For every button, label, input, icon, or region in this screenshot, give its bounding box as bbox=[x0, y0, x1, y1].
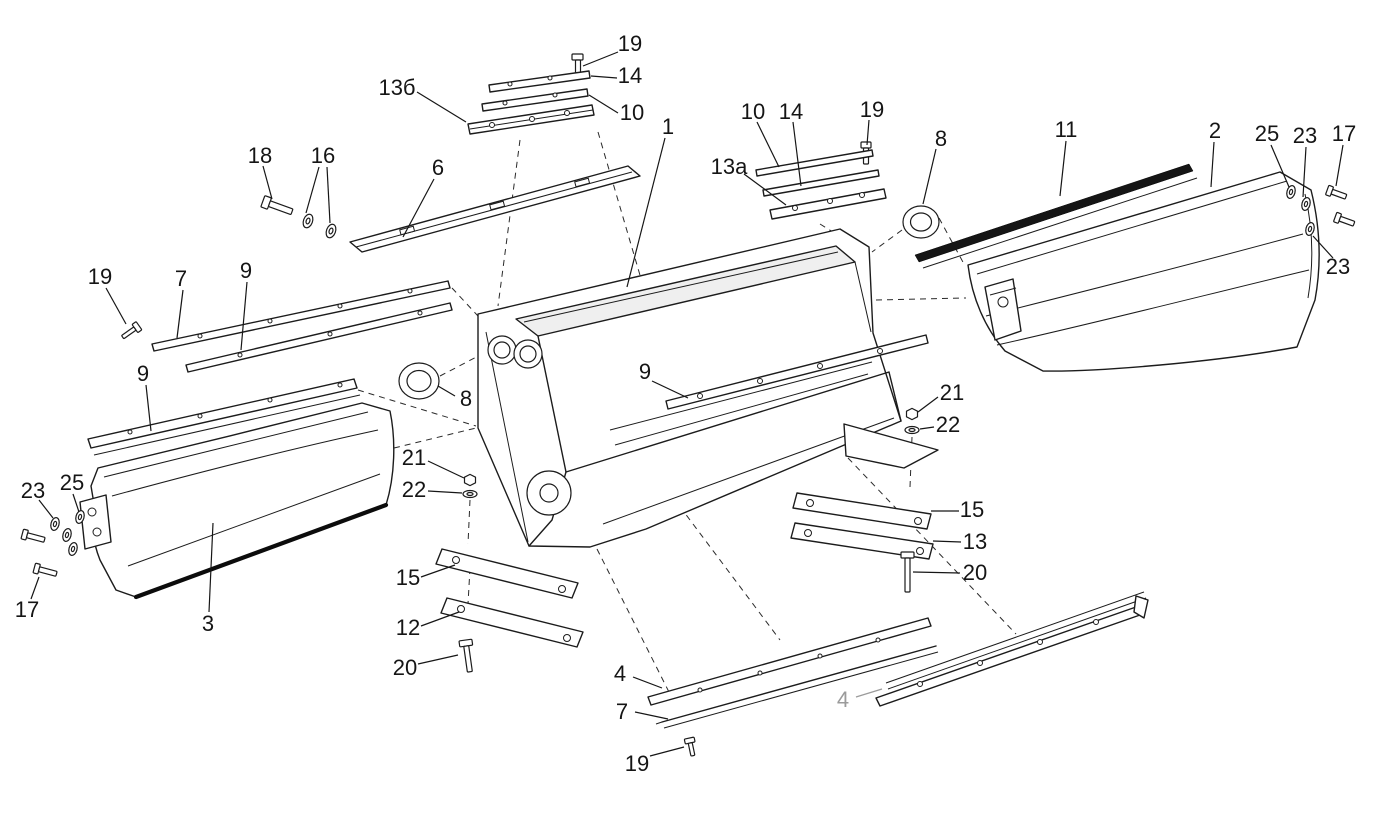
bolt-20-right bbox=[900, 551, 915, 593]
strap-part-15-left bbox=[435, 548, 579, 599]
washer-23-right-a bbox=[1301, 197, 1311, 211]
bolt-19-left bbox=[121, 321, 143, 340]
leader-lines bbox=[30, 51, 1344, 757]
bushing-8-left bbox=[398, 362, 440, 400]
washer-16-b bbox=[325, 223, 337, 239]
washer-16-a bbox=[302, 213, 314, 229]
blade-part-4-left bbox=[647, 617, 932, 706]
washer-25-b bbox=[68, 542, 78, 556]
nut-21-left bbox=[463, 473, 477, 487]
washer-23-right-b bbox=[1305, 222, 1315, 236]
washer-25-right bbox=[1286, 185, 1296, 199]
blade-right-end-flange bbox=[1133, 595, 1149, 619]
bar-part-6 bbox=[349, 165, 641, 253]
panel-left-bracket bbox=[79, 494, 112, 550]
housing-part-1 bbox=[477, 228, 939, 548]
washer-23-a bbox=[50, 517, 60, 531]
fasteners-far-left-17-23-25 bbox=[20, 510, 85, 577]
strap-part-15-right bbox=[792, 492, 932, 530]
housing-right-bracket bbox=[843, 423, 939, 469]
blade-part-7-bottom bbox=[661, 645, 937, 723]
fasteners-far-right-17-23-25 bbox=[1286, 184, 1356, 236]
strip-part-10-right bbox=[755, 149, 874, 177]
hardware-18-16 bbox=[260, 195, 337, 239]
straps-right-13-15 bbox=[790, 492, 934, 593]
straps-bottom-center-12-15 bbox=[435, 548, 584, 673]
strip-part-9-upper bbox=[185, 302, 453, 373]
bolt-17-right-b bbox=[1333, 211, 1356, 227]
nut-group-21-22-right bbox=[904, 407, 920, 435]
blade-right-4 bbox=[875, 591, 1149, 707]
strips-top-right bbox=[755, 141, 887, 220]
bolt-18 bbox=[260, 195, 294, 215]
strip-part-10-top bbox=[481, 88, 589, 112]
bolt-17-right-a bbox=[1325, 184, 1348, 200]
strap-part-12 bbox=[440, 597, 584, 648]
strip-part-14-right bbox=[762, 169, 880, 197]
bolt-17-a bbox=[20, 528, 46, 543]
nut-21-right bbox=[905, 407, 919, 421]
cover-part-2 bbox=[914, 163, 1320, 372]
interior-strip-9 bbox=[665, 334, 929, 410]
strip-part-7-left bbox=[151, 280, 451, 352]
strips-top-center bbox=[467, 53, 595, 135]
drum-panel-part-3 bbox=[79, 402, 395, 600]
bolt-17-b bbox=[32, 562, 58, 577]
strip-part-11 bbox=[914, 163, 1194, 263]
strip-part-9-lower bbox=[87, 378, 358, 449]
nut-group-21-22-left bbox=[462, 473, 478, 499]
washer-25-a bbox=[75, 510, 85, 524]
bolt-20-left bbox=[458, 638, 474, 673]
strips-left bbox=[87, 280, 453, 456]
bolt-19-bottom bbox=[683, 736, 696, 757]
washer-23-b bbox=[62, 528, 72, 542]
strap-part-13 bbox=[790, 522, 934, 560]
bushing-8-right bbox=[902, 205, 940, 239]
strip-part-13a bbox=[769, 188, 887, 220]
strip-part-14-top bbox=[488, 70, 591, 93]
blades-bottom-4-7 bbox=[647, 617, 939, 757]
